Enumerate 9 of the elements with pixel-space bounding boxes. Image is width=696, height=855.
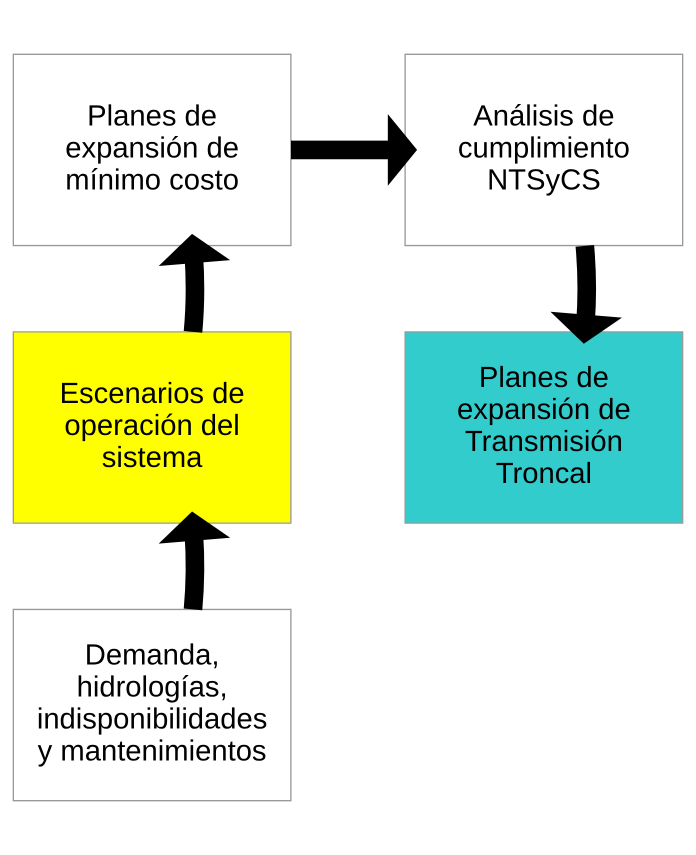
arrow [550,245,622,344]
node-box: Planes de expansión de Transmisión Troncal [404,331,684,524]
arrow [158,234,230,333]
arrow [291,114,418,186]
node-box: Demanda, hidrologías, indisponibilidades y mantenimientos [12,608,292,802]
node-box: Escenarios de operación del sistema [12,331,292,524]
arrow [158,511,230,610]
node-box: Planes de expansión de mínimo costo [12,54,292,246]
node-box: Análisis de cumplimiento NTSyCS [404,54,684,246]
